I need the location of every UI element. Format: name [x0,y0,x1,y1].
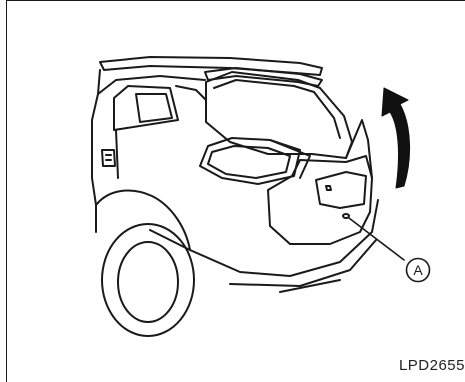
wheel-arch [96,190,190,250]
body-side [92,94,98,205]
callout-a: A [407,259,430,282]
roofline [98,70,205,94]
door-line [116,130,118,178]
figure-code: LPD2655 [399,357,465,374]
tailgate-edge [346,120,372,178]
fuel-door [102,150,115,166]
callout-leader [349,218,404,260]
c-pillar [176,86,206,100]
license-recess [316,172,366,208]
rear-wheel [102,224,194,336]
side-window-rear [114,86,178,130]
side-window-quarter [136,94,172,122]
open-direction-arrow [382,88,410,188]
hatch-release-switch [343,214,349,218]
callout-a-label: A [413,262,423,278]
rear-wheel-inner [118,242,178,322]
